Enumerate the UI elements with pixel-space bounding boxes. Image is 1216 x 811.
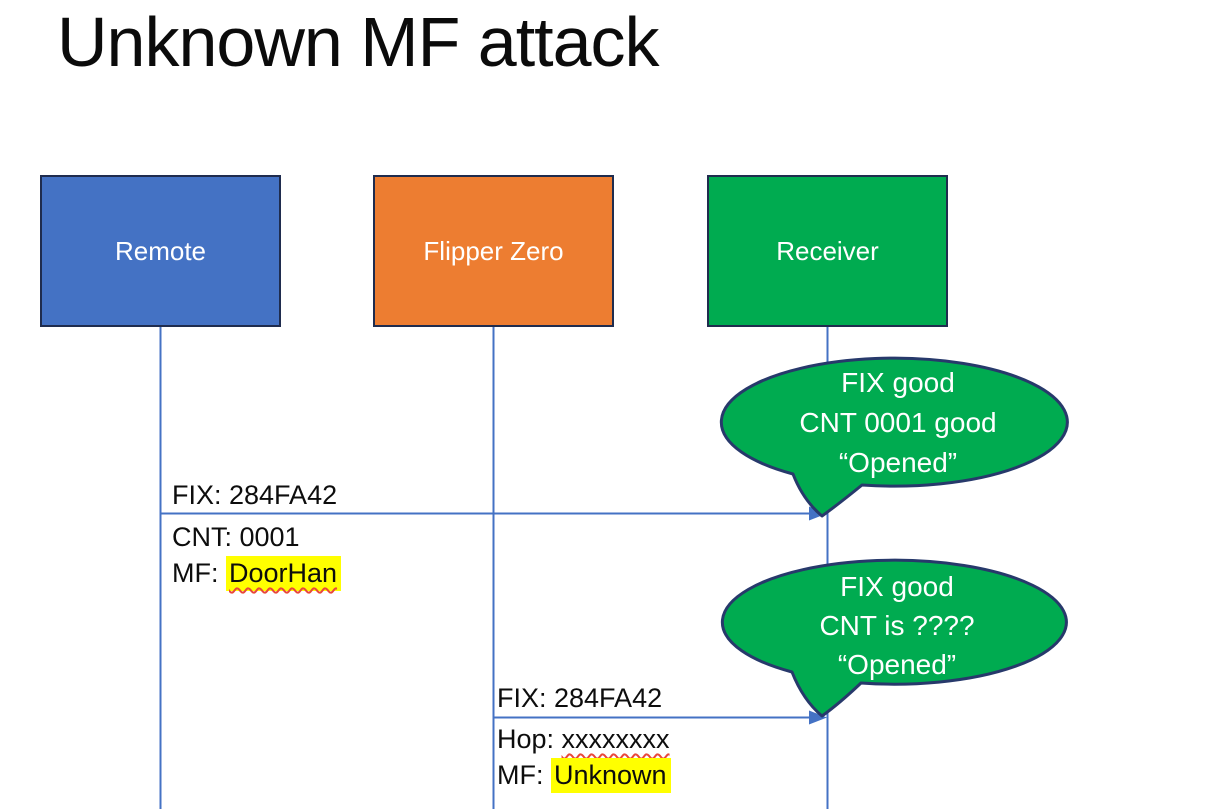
message1-mf-value-highlighted: DoorHan [226, 556, 342, 591]
message1-fix-label: FIX: 284FA42 [172, 480, 338, 510]
callout-bubble-1 [719, 356, 1069, 518]
actor-label-flipper-zero: Flipper Zero [423, 235, 564, 266]
message2-hop-prefix: Hop: [497, 724, 562, 754]
actor-box-receiver: Receiver [707, 175, 948, 327]
message2-arrowhead-icon [809, 710, 827, 725]
message1-mf-prefix: MF: [172, 558, 226, 588]
callout1-line1: FIX good [841, 367, 955, 398]
callout-bubble-2 [720, 558, 1068, 718]
callout1-line3: “Opened” [838, 447, 958, 478]
callout2-text: FIX good CNT is ???? “Opened” [725, 567, 1069, 684]
actor-label-receiver: Receiver [776, 235, 879, 266]
message1-cnt-label: CNT: 0001 [172, 520, 300, 554]
message1-cnt-value: 0001 [239, 522, 300, 552]
message1-cnt-prefix: CNT: [172, 522, 240, 552]
message2-hop-value: xxxxxxxx [561, 724, 670, 754]
actor-box-remote: Remote [40, 175, 281, 327]
message2-mf-value-highlighted: Unknown [551, 758, 671, 793]
slide-title: Unknown MF attack [57, 3, 660, 81]
actor-label-remote: Remote [114, 235, 207, 266]
message2-fix-label: FIX: 284FA42 [497, 683, 663, 713]
callout2-line2: CNT is ???? [819, 610, 975, 641]
actor-box-flipper-zero: Flipper Zero [373, 175, 614, 327]
message2-mf-prefix: MF: [497, 760, 551, 790]
message1-mf-label: MF: DoorHan [172, 556, 342, 591]
callout2-line1: FIX good [840, 571, 954, 602]
message2-mf-label: MF: Unknown [497, 758, 671, 793]
message2-hop-label: Hop: xxxxxxxx [497, 722, 670, 756]
callout1-text: FIX good CNT 0001 good “Opened” [726, 363, 1070, 483]
callout2-line3: “Opened” [837, 649, 957, 680]
callout1-line2: CNT 0001 good [799, 407, 997, 438]
